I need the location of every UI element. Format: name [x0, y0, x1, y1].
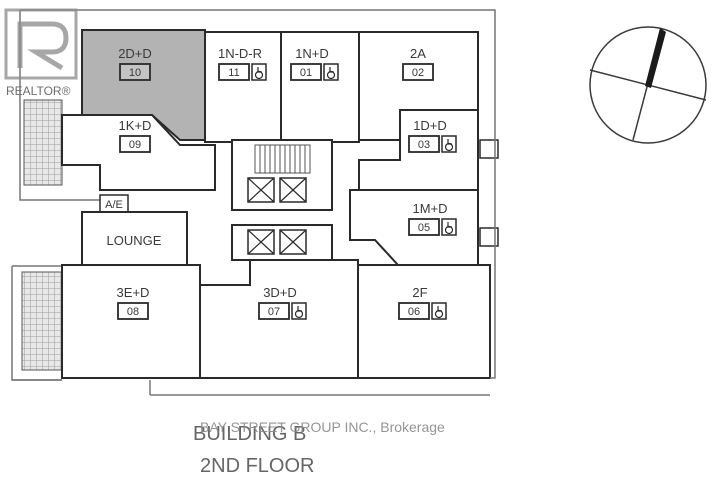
unit-number-box — [398, 302, 430, 320]
unit-number-label: 01 — [300, 67, 312, 79]
unit-number-label: 05 — [418, 222, 430, 234]
unit-number-label: 09 — [129, 139, 141, 151]
unit-label-11: 1N-D-R 11 — [218, 46, 267, 81]
floor-title: 2ND FLOOR — [200, 455, 314, 477]
unit-type-label: 2F — [412, 285, 427, 300]
wheelchair-icon — [251, 63, 267, 81]
unit-type-label: 2D+D — [118, 46, 152, 61]
bottom-outline — [12, 379, 490, 396]
unit-label-07: 3D+D 07 — [258, 285, 307, 320]
room-lounge-label: LOUNGE — [107, 233, 162, 248]
north-arrow-icon — [589, 26, 707, 144]
unit-06[interactable] — [357, 264, 491, 379]
unit-number-box — [408, 218, 440, 236]
wheelchair-icon — [431, 302, 447, 320]
unit-label-03: 1D+D 03 — [408, 118, 457, 153]
unit-type-label: 1K+D — [119, 118, 152, 133]
terrace-outline — [20, 9, 496, 30]
unit-number-label: 10 — [129, 67, 141, 79]
unit-number-label: 07 — [268, 306, 280, 318]
unit-type-label: 1N-D-R — [218, 46, 262, 61]
unit-number-box — [218, 63, 250, 81]
wheelchair-icon — [291, 302, 307, 320]
elevator-upper-icon — [247, 177, 307, 203]
unit-number-box — [402, 63, 434, 81]
unit-label-02: 2A 02 — [402, 46, 434, 81]
unit-type-label: 3E+D — [117, 285, 150, 300]
wheelchair-icon — [323, 63, 339, 81]
unit-number-label: 08 — [127, 306, 139, 318]
unit-number-label: 03 — [418, 139, 430, 151]
unit-number-box — [119, 63, 151, 81]
terrace-outline-left — [19, 10, 100, 201]
unit-number-box — [119, 135, 151, 153]
room-ae-label: A/E — [105, 199, 123, 211]
building-title: BUILDING B — [193, 423, 306, 445]
realtor-logo-icon — [4, 8, 78, 80]
elevator-lower-icon — [247, 229, 307, 255]
room-lounge — [81, 211, 188, 269]
unit-label-06: 2F 06 — [398, 285, 447, 320]
balcony-tab-1 — [479, 139, 499, 159]
unit-type-label: 1M+D — [412, 201, 447, 216]
unit-number-box — [408, 135, 440, 153]
brokerage-watermark: BAY STREET GROUP INC., Brokerage — [200, 419, 445, 435]
unit-type-label: 2A — [410, 46, 426, 61]
unit-label-09: 1K+D 09 — [119, 118, 152, 153]
right-outline — [490, 30, 496, 379]
unit-number-box — [290, 63, 322, 81]
unit-type-label: 3D+D — [263, 285, 297, 300]
unit-label-08: 3E+D 08 — [117, 285, 150, 320]
wheelchair-icon — [441, 218, 457, 236]
realtor-logo-text: REALTOR® — [6, 84, 71, 98]
unit-08[interactable] — [61, 264, 201, 379]
unit-11[interactable] — [204, 31, 282, 143]
unit-label-05: 1M+D 05 — [408, 201, 457, 236]
unit-number-box — [117, 302, 149, 320]
balcony-tab-2 — [479, 227, 499, 247]
terrace-grid-bottom — [21, 271, 63, 371]
unit-number-label: 02 — [412, 67, 424, 79]
unit-number-box — [258, 302, 290, 320]
unit-labels: 2D+D 10 1N-D-R 11 1N+D 01 2A 02 1K+D 09 1D+D 03 1M+D… — [117, 46, 457, 320]
unit-number-label: 06 — [408, 306, 420, 318]
wheelchair-icon — [441, 135, 457, 153]
unit-label-01: 1N+D 01 — [290, 46, 339, 81]
unit-number-label: 11 — [228, 67, 239, 79]
unit-type-label: 1D+D — [413, 118, 447, 133]
unit-label-10: 2D+D 10 — [118, 46, 152, 81]
stair-icon — [254, 144, 311, 174]
terrace-grid-top — [23, 99, 63, 186]
unit-type-label: 1N+D — [295, 46, 329, 61]
